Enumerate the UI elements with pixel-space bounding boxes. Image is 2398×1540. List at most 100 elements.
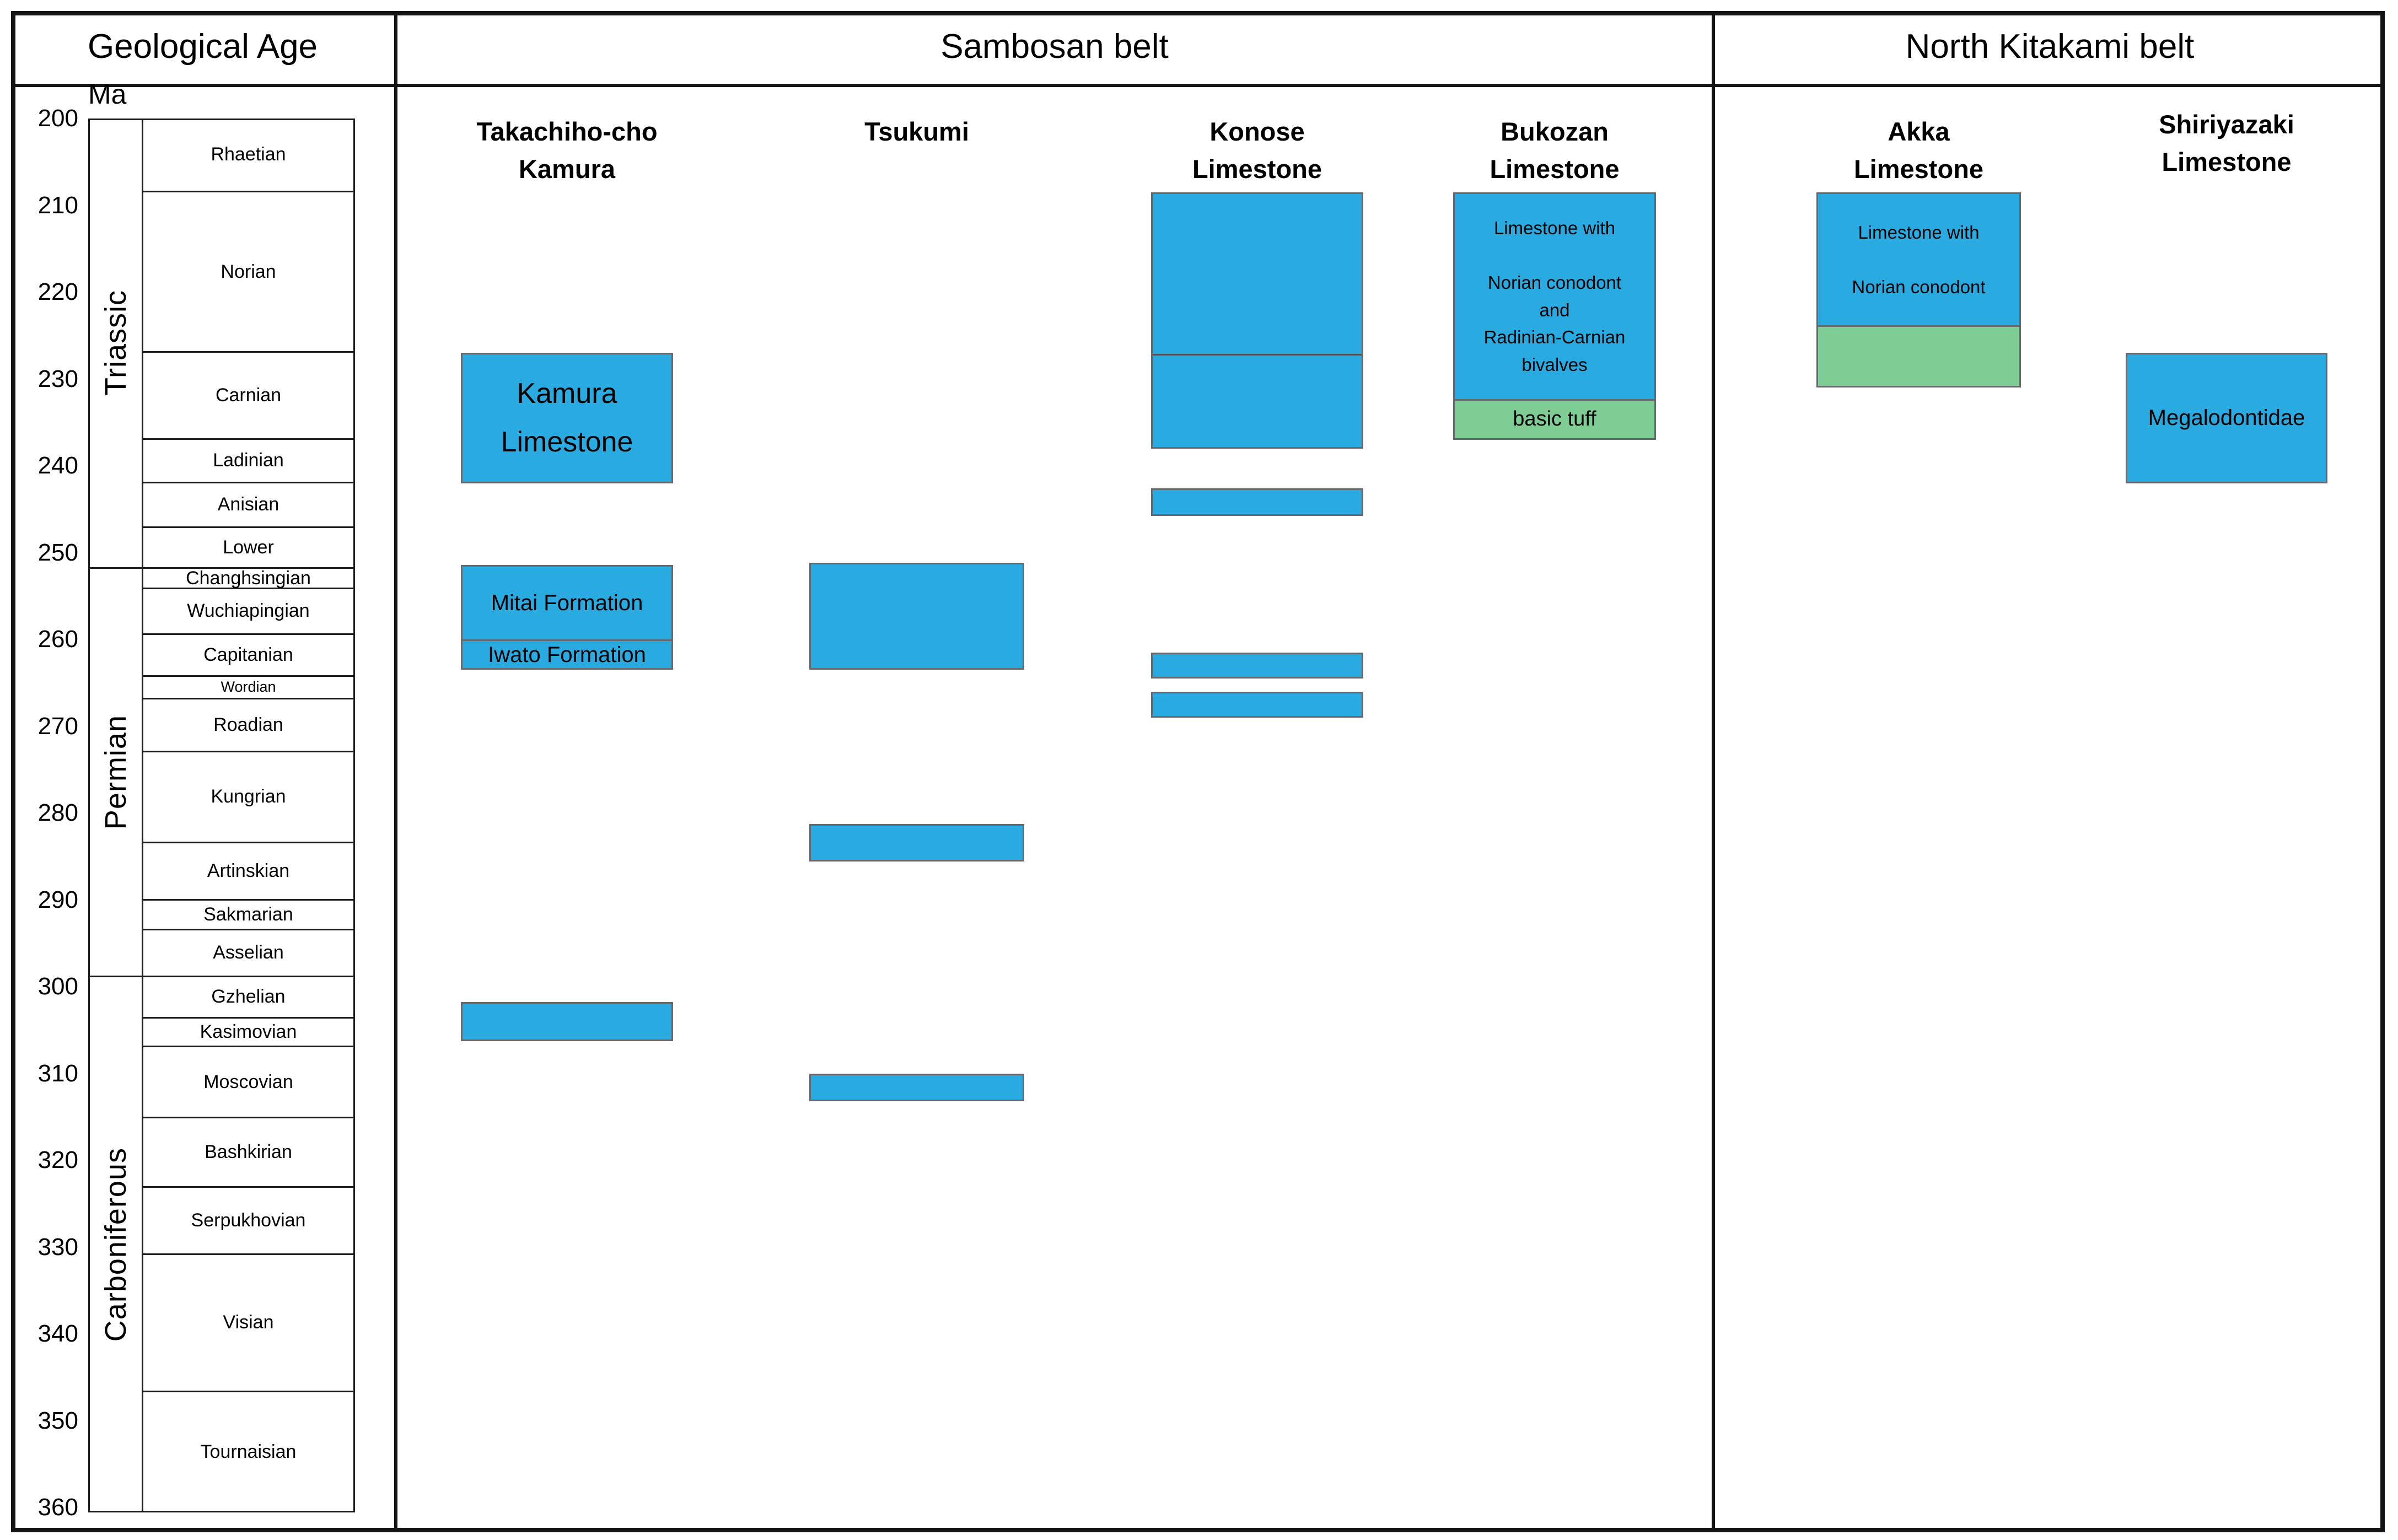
stage-cell-wordian: Wordian	[143, 677, 353, 699]
tick-label-330: 330	[37, 1233, 78, 1261]
tick-label-320: 320	[37, 1146, 78, 1173]
era-cell-permian: Permian	[90, 569, 142, 977]
belt-divider-right	[1712, 11, 1715, 1532]
formation-box-tsukumi-251.2	[809, 563, 1024, 670]
stage-cell-anisian: Anisian	[143, 483, 353, 529]
stage-cell-ladinian: Ladinian	[143, 440, 353, 483]
tick-label-290: 290	[37, 886, 78, 913]
stage-label-kungrian: Kungrian	[211, 786, 286, 807]
formation-box-konose-261.5	[1151, 652, 1363, 679]
tick-label-360: 360	[37, 1494, 78, 1521]
stage-cell-norian: Norian	[143, 192, 353, 353]
figure-frame	[11, 11, 2385, 1532]
formation-box-takachiho-cho-260.2: Iwato Formation	[461, 639, 673, 670]
header-underline	[11, 84, 2385, 87]
stage-cell-roadian: Roadian	[143, 699, 353, 752]
era-label-permian: Permian	[99, 715, 132, 830]
box-label-line: Limestone with	[1493, 218, 1616, 239]
stage-cell-lower: Lower	[143, 528, 353, 569]
column-header-line: Akka	[1888, 117, 1950, 146]
box-label-line: Norian conodont	[1487, 272, 1622, 293]
box-label-line: basic tuff	[1513, 407, 1596, 431]
formation-box-konose-266	[1151, 691, 1363, 718]
box-internal-divider-227	[1153, 353, 1362, 356]
stage-label-sakmarian: Sakmarian	[203, 903, 293, 925]
stage-label-lower: Lower	[223, 537, 274, 558]
stage-label-moscovian: Moscovian	[203, 1071, 293, 1092]
belt-divider-left	[394, 11, 397, 1532]
tick-label-200: 200	[37, 105, 78, 132]
formation-box-akka-208.5: Limestone with Norian conodont	[1816, 192, 2021, 327]
stage-label-gzhelian: Gzhelian	[211, 986, 286, 1008]
stage-label-visian: Visian	[223, 1312, 274, 1333]
formation-box-takachiho-cho-301.8	[461, 1002, 673, 1042]
formation-box-bukozan-232.5: basic tuff	[1453, 399, 1656, 440]
era-cell-carboniferous: Carboniferous	[90, 977, 142, 1513]
box-label-line: Mitai Formation	[491, 590, 643, 615]
stage-cell-changhsingian: Changhsingian	[143, 568, 353, 589]
box-label-line: Limestone	[501, 426, 633, 459]
tick-label-350: 350	[37, 1407, 78, 1434]
tick-label-230: 230	[37, 365, 78, 392]
stage-cell-carnian: Carnian	[143, 353, 353, 440]
stage-cell-kasimovian: Kasimovian	[143, 1019, 353, 1048]
north-kitakami-belt-title: North Kitakami belt	[1905, 28, 2195, 66]
stage-label-tournaisian: Tournaisian	[200, 1441, 297, 1463]
geological-age-title: Geological Age	[87, 28, 318, 66]
stage-label-capitanian: Capitanian	[203, 644, 293, 665]
stage-label-kasimovian: Kasimovian	[200, 1021, 297, 1043]
era-label-triassic: Triassic	[99, 290, 132, 396]
stage-cell-capitanian: Capitanian	[143, 635, 353, 677]
stage-cell-serpukhovian: Serpukhovian	[143, 1188, 353, 1255]
box-label-line: Megalodontidae	[2148, 406, 2305, 430]
column-header-line: Bukozan	[1501, 117, 1609, 146]
stage-cell-tournaisian: Tournaisian	[143, 1392, 353, 1513]
column-header-line: Limestone	[1490, 154, 1620, 184]
stage-cell-visian: Visian	[143, 1255, 353, 1392]
tick-label-280: 280	[37, 799, 78, 826]
sambosan-belt-title: Sambosan belt	[940, 28, 1169, 66]
formation-box-konose-208.5	[1151, 192, 1363, 449]
stage-label-artinskian: Artinskian	[207, 860, 290, 882]
tick-label-250: 250	[37, 539, 78, 566]
tick-label-240: 240	[37, 452, 78, 479]
stage-label-anisian: Anisian	[217, 494, 279, 515]
box-label-spacer	[1916, 246, 1921, 273]
formation-box-konose-242.6	[1151, 488, 1363, 516]
box-label-line: bivalves	[1521, 354, 1588, 375]
stage-label-serpukhovian: Serpukhovian	[191, 1210, 306, 1231]
tick-label-300: 300	[37, 973, 78, 1000]
tick-label-220: 220	[37, 278, 78, 305]
stage-label-carnian: Carnian	[215, 385, 282, 406]
column-header-line: Tsukumi	[864, 117, 969, 146]
box-label-line: Radinian-Carnian	[1483, 327, 1626, 348]
era-label-carboniferous: Carboniferous	[99, 1148, 132, 1342]
stage-label-asselian: Asselian	[213, 942, 284, 963]
stage-label-norian: Norian	[221, 261, 276, 282]
tick-label-270: 270	[37, 712, 78, 740]
stage-label-wuchiapingian: Wuchiapingian	[187, 600, 310, 622]
formation-box-tsukumi-281.3	[809, 824, 1024, 862]
stage-label-wordian: Wordian	[221, 679, 276, 696]
stage-cell-wuchiapingian: Wuchiapingian	[143, 589, 353, 636]
era-cell-triassic: Triassic	[90, 119, 142, 569]
stage-label-ladinian: Ladinian	[213, 450, 284, 471]
column-header-line: Shiriyazaki	[2159, 110, 2294, 139]
stage-label-roadian: Roadian	[213, 714, 283, 735]
stage-label-rhaetian: Rhaetian	[211, 143, 286, 165]
stage-cell-bashkirian: Bashkirian	[143, 1118, 353, 1188]
ma-unit-label: Ma	[88, 79, 127, 110]
stage-cell-rhaetian: Rhaetian	[143, 119, 353, 192]
column-header-line: Limestone	[2162, 147, 2292, 177]
box-label-line: Kamura	[517, 377, 617, 410]
stage-cell-asselian: Asselian	[143, 930, 353, 977]
